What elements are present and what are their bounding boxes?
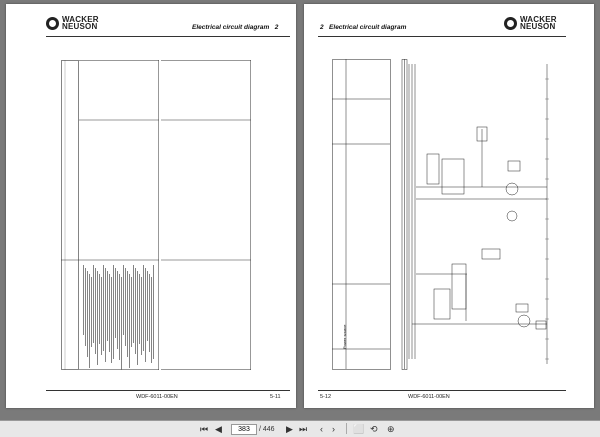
table-text-line [101,277,102,355]
first-page-icon[interactable]: ⏮ [200,424,209,434]
pdf-viewer-toolbar: ⏮ ◀ 383 / 446 ▶ ⏭ ‹ › ⬜ ⟲ ⊕ [0,420,600,437]
next-page-icon[interactable]: ▶ [286,424,293,434]
table-text-line [89,274,90,368]
table-text-line [137,271,138,365]
logo-mark-icon [46,16,59,30]
header-rule [46,36,290,37]
circuit-diagram [332,59,549,370]
table-text-line [127,271,128,357]
table-text-line [111,277,112,363]
legend-heading: Power source [342,324,347,349]
table-text-line [149,274,150,352]
footer-code: WDF-6011-00EN [136,394,178,400]
table-text-line [93,265,94,343]
table-text-line [141,277,142,355]
table-text-line [123,265,124,335]
table-text-line [85,268,86,346]
table-text-line [131,277,132,347]
table-text-line [95,268,96,354]
toolbar-divider [346,423,347,434]
table-text-line [147,271,148,341]
table-text-line [153,265,154,359]
rotated-parts-table-right [161,60,251,370]
table-text-line [151,277,152,363]
page-title: 2 Electrical circuit diagram [320,24,407,31]
last-page-icon[interactable]: ⏭ [299,424,308,434]
table-text-line [133,265,134,343]
table-text-line [117,271,118,349]
footer-code: WDF-6011-00EN [408,394,450,400]
table-text-line [125,268,126,346]
table-text-line [115,268,116,338]
table-text-line [143,265,144,351]
fit-page-icon[interactable]: ⬜ [353,424,365,434]
table-text-line [121,277,122,370]
table-text-line [99,274,100,344]
table-text-line [113,265,114,359]
table-text-line [87,271,88,357]
footer-page-number: 5-12 [320,394,332,400]
rotated-table-frame [61,60,79,370]
page-title: Electrical circuit diagram 2 [192,24,279,31]
table-text-line [91,277,92,347]
table-text-line [135,268,136,354]
table-text-line [139,274,140,344]
table-text-line [119,274,120,360]
footer-rule [318,390,566,391]
total-pages-label: / 446 [259,426,275,433]
rotated-parts-table [79,60,159,370]
footer-rule [46,390,290,391]
table-text-line [83,265,84,335]
prev-icon[interactable]: ‹ [320,424,323,434]
table-text-line [145,268,146,362]
table-text-line [97,271,98,365]
footer-page-number: 5-11 [270,394,281,400]
table-text-line [107,271,108,341]
logo-mark-icon [504,16,517,30]
table-text-line [109,274,110,352]
prev-page-icon[interactable]: ◀ [215,424,222,434]
zoom-icon[interactable]: ⊕ [387,424,395,434]
header-rule [318,36,566,37]
table-text-line [129,274,130,368]
rotate-icon[interactable]: ⟲ [370,424,378,434]
table-text-line [103,265,104,351]
next-icon[interactable]: › [332,424,335,434]
page-number-input[interactable]: 383 [231,424,257,435]
table-text-line [105,268,106,362]
